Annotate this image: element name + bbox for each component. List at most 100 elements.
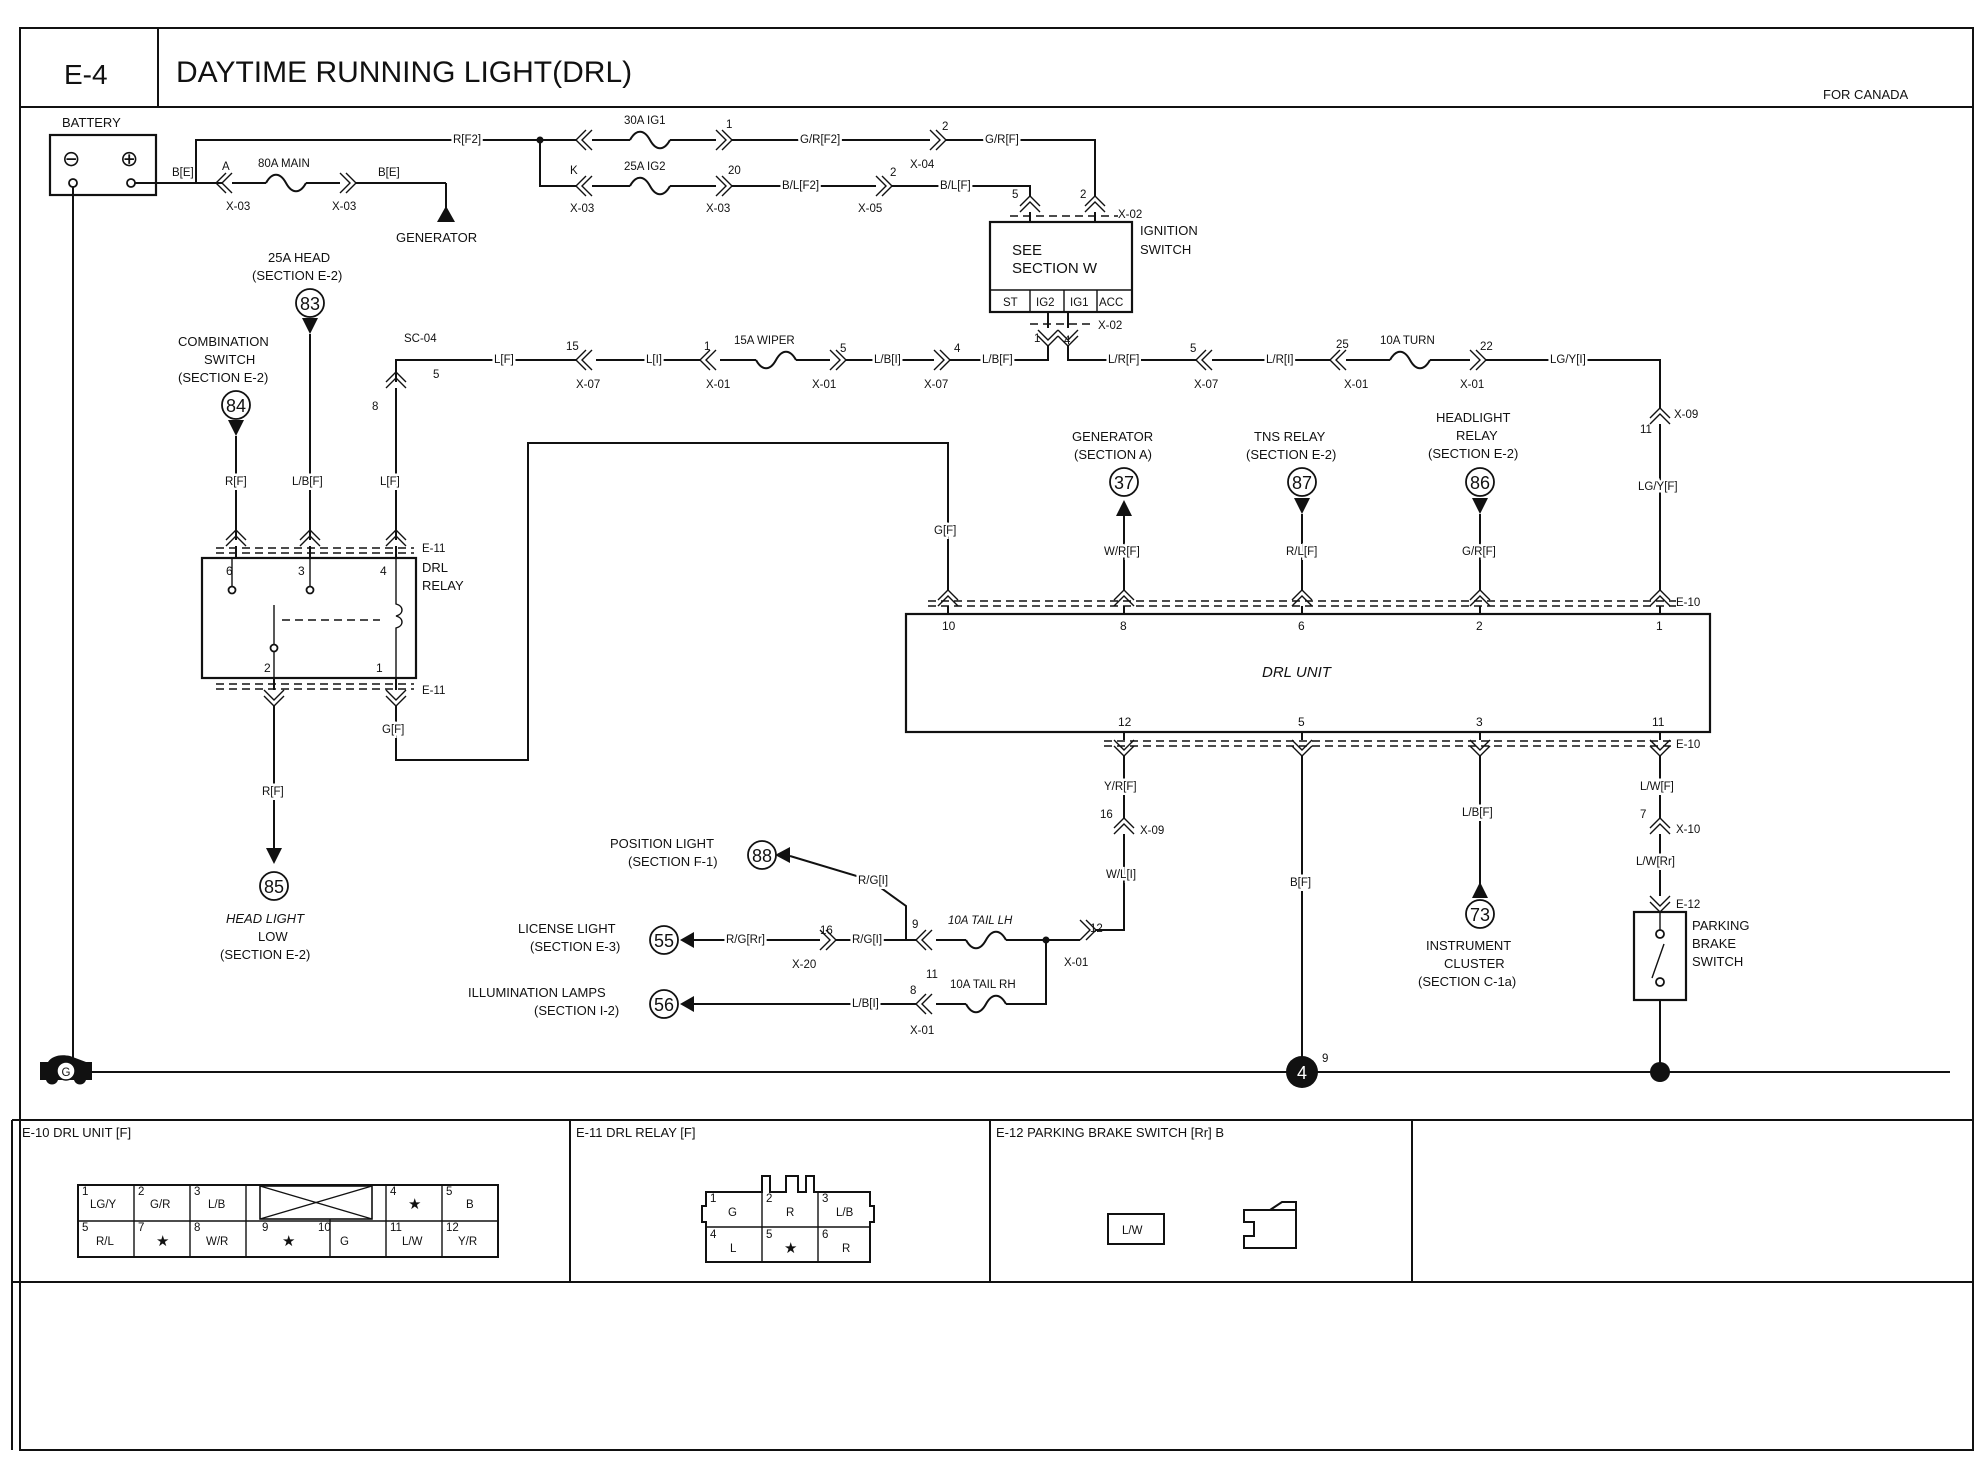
e10-pin-val: W/R (206, 1236, 228, 1248)
pin-label: 16 (820, 925, 833, 937)
relay-contact (305, 585, 315, 595)
ref-85-badge (259, 871, 289, 901)
connector-x03a-icon (215, 172, 233, 194)
ignition-ig1: IG1 (1070, 297, 1089, 309)
fuse-label: 10A TURN (1380, 335, 1435, 347)
wire-label: G[F] (382, 724, 404, 736)
wire-label: L/B[I] (874, 354, 901, 366)
e11-pin-num: 2 (766, 1193, 772, 1205)
connector-label: E-10 (1676, 597, 1700, 609)
connector-icon (1037, 329, 1059, 347)
wire-label: R/G[Rr] (726, 934, 765, 946)
relay-pin: 6 (226, 564, 233, 578)
page-title: DAYTIME RUNNING LIGHT(DRL) (176, 56, 632, 89)
ignition-switch-box (988, 220, 1134, 314)
wire-label: R/L[F] (1286, 546, 1317, 558)
fuse-label: 15A WIPER (734, 335, 795, 347)
wire-label: B/L[F2] (782, 180, 819, 192)
connector-x07c-icon (1195, 349, 1213, 371)
ref-87-number: 87 (1292, 473, 1312, 493)
wire-lf-top (395, 359, 576, 382)
ref-37-badge (1109, 467, 1139, 497)
connector-icon (937, 589, 959, 607)
battery-plus-icon: ⊕ (120, 146, 138, 171)
ref-84-badge (221, 390, 251, 420)
instrument-cluster-label: INSTRUMENT (1426, 938, 1511, 953)
fuse-label: 30A IG1 (624, 115, 666, 127)
unit-pin: 12 (1118, 715, 1132, 729)
connector-label: X-09 (1140, 825, 1164, 837)
ground-4-badge (1286, 1056, 1318, 1088)
ref-88-arrow-icon (775, 847, 790, 863)
pin-label: 1 (726, 119, 732, 131)
region-note: FOR CANADA (1823, 87, 1909, 102)
ignition-label: IGNITION (1140, 223, 1198, 238)
fuse-25a-ig2-icon (629, 176, 671, 196)
e12-connector-face (1107, 1213, 1165, 1245)
connector-icon (1469, 739, 1491, 757)
position-light-section: (SECTION F-1) (628, 854, 718, 869)
drl-relay-label: DRL (422, 560, 448, 575)
connector-label: X-05 (858, 203, 882, 215)
pin-label: 1 (704, 341, 710, 353)
connector-x10-icon (1649, 817, 1671, 835)
fuse-tail-rh-icon (965, 994, 1007, 1014)
pin-label: 7 (1640, 809, 1646, 821)
e10-pin-val: R/L (96, 1236, 115, 1248)
ref-85-arrow-icon (266, 848, 282, 864)
ground-g-label: G (62, 1067, 71, 1079)
pin-label: 8 (910, 985, 916, 997)
wire-label: L[F] (380, 476, 400, 488)
connector-label: X-10 (1676, 824, 1700, 836)
battery-neg-terminal (68, 178, 78, 188)
e10-pin-val: LG/Y (90, 1199, 117, 1211)
ref-56-badge (649, 989, 679, 1019)
fuse-label: 25A IG2 (624, 161, 666, 173)
e11-pin-val: L (730, 1243, 737, 1255)
wire-label: L/R[I] (1266, 354, 1293, 366)
drl-unit-label: DRL UNIT (1262, 664, 1333, 681)
pin-label: K (570, 165, 578, 177)
ignition-st: ST (1003, 297, 1018, 309)
pin-label: 2 (942, 121, 948, 133)
connector-x20-icon (819, 929, 837, 951)
unit-pin: 8 (1120, 619, 1127, 633)
wire-label: W/L[I] (1106, 869, 1136, 881)
pin-label: 11 (926, 969, 938, 981)
connector-label: E-10 (1676, 739, 1700, 751)
head-light-low-section: (SECTION E-2) (220, 947, 310, 962)
connector-icon (1113, 739, 1135, 757)
connector-x07b-icon (933, 349, 951, 371)
illumination-label: ILLUMINATION LAMPS (468, 985, 606, 1000)
connector-label: X-07 (924, 379, 948, 391)
wire-rf2 (195, 139, 540, 183)
section-code: E-4 (64, 59, 108, 90)
hl-relay-label: RELAY (1456, 428, 1498, 443)
relay-contact (269, 643, 279, 653)
wire-label: R/G[I] (852, 934, 882, 946)
e11-pin-num: 6 (822, 1229, 828, 1241)
wire-label: B[E] (378, 167, 400, 179)
pin-label: 20 (728, 165, 741, 177)
wire-label: B/L[F] (940, 180, 971, 192)
ref-55-badge (649, 925, 679, 955)
battery-label: BATTERY (62, 115, 121, 130)
ground-9-label: 9 (1322, 1053, 1328, 1065)
parking-brake-label: SWITCH (1692, 954, 1743, 969)
pin-label: 15 (566, 341, 579, 353)
fuse-80a-icon (265, 173, 307, 193)
relay-pin: 4 (380, 564, 387, 578)
e11-pin-val: R (786, 1207, 794, 1219)
wire-label: B[F] (1290, 877, 1311, 889)
pin-label: 4 (1064, 335, 1071, 347)
e10-pin-val: G (340, 1236, 349, 1248)
pin-label: 9 (912, 919, 918, 931)
connector-x05-icon (875, 175, 893, 197)
wire-label: G[F] (934, 525, 956, 537)
wire-lbf-top (950, 346, 1049, 361)
e10-pin-num: 5 (446, 1186, 452, 1198)
connector-icon (715, 129, 733, 151)
connector-label: X-01 (1460, 379, 1484, 391)
connector-x03c-icon (575, 129, 593, 151)
connector-e12-icon (1649, 895, 1671, 913)
